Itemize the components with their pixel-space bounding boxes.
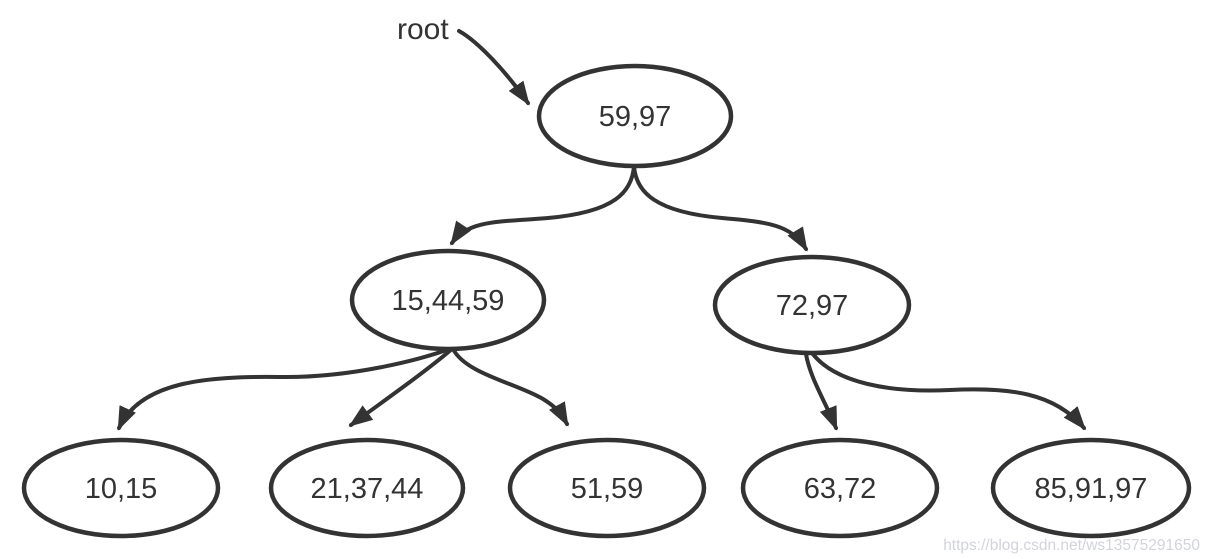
watermark: https://blog.csdn.net/ws13575291650 bbox=[943, 537, 1200, 554]
node-ellipse bbox=[712, 254, 912, 356]
root-pointer-arrow bbox=[457, 29, 530, 106]
node-label: 10,15 bbox=[85, 473, 158, 505]
node-label: 51,59 bbox=[571, 473, 644, 505]
tree-node-leaf-3: 51,59 bbox=[507, 437, 707, 539]
edge-internal-left-to-leaf-1-arrow bbox=[117, 346, 454, 431]
node-ellipse bbox=[268, 437, 466, 539]
node-ellipse bbox=[349, 248, 547, 352]
tree-node-leaf-1: 10,15 bbox=[21, 437, 221, 539]
root-pointer-label: root bbox=[397, 13, 449, 46]
node-ellipse bbox=[507, 437, 707, 539]
node-ellipse bbox=[990, 437, 1192, 539]
node-ellipse bbox=[21, 437, 221, 539]
node-label: 15,44,59 bbox=[392, 285, 505, 317]
edge-group bbox=[117, 164, 1086, 431]
edge-root-to-internal-right-arrow bbox=[632, 164, 808, 252]
node-ellipse bbox=[536, 63, 734, 169]
edge-internal-left-to-leaf-2-arrow bbox=[348, 347, 454, 427]
node-label: 72,97 bbox=[776, 290, 849, 322]
tree-node-leaf-4: 63,72 bbox=[740, 437, 940, 539]
node-label: 21,37,44 bbox=[311, 473, 424, 505]
edge-internal-left-to-leaf-3-arrow bbox=[451, 347, 569, 427]
tree-node-root: 59,97 bbox=[536, 63, 734, 169]
edge-root-to-internal-left-arrow bbox=[450, 164, 636, 246]
tree-node-leaf-2: 21,37,44 bbox=[268, 437, 466, 539]
edge-internal-right-to-leaf-5-arrow bbox=[810, 351, 1086, 431]
tree-node-internal-right: 72,97 bbox=[712, 254, 912, 356]
edge-internal-right-to-leaf-4-arrow bbox=[804, 352, 838, 431]
node-label: 63,72 bbox=[804, 473, 877, 505]
node-label: 85,91,97 bbox=[1035, 473, 1148, 505]
tree-node-internal-left: 15,44,59 bbox=[349, 248, 547, 352]
tree-node-leaf-5: 85,91,97 bbox=[990, 437, 1192, 539]
node-ellipse bbox=[740, 437, 940, 539]
node-label: 59,97 bbox=[599, 101, 672, 133]
